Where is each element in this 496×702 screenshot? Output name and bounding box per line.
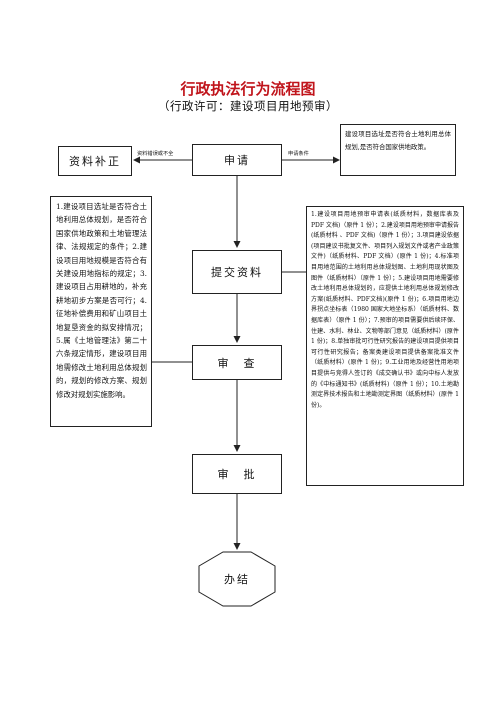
apply-box: 申请: [192, 144, 282, 176]
review-criteria-text: 1.建设项目选址是否符合土地利用总体规划，是否符合国家供地政策和土地管理法律、法…: [56, 202, 147, 399]
supplement-box: 资料补正: [58, 146, 132, 176]
done-node: 办结: [199, 552, 275, 606]
edge-label-conditions: 申请条件: [288, 151, 309, 157]
submit-label: 提交资料: [211, 266, 263, 279]
apply-label: 申请: [224, 154, 250, 167]
submit-box: 提交资料: [192, 250, 282, 294]
materials-note: 1.建设项目用地预审申请表(纸质材料，数据库表及 PDF 文档)（原件 1 份）…: [306, 206, 464, 486]
page-title: 行政执法行为流程图: [180, 80, 316, 98]
approve-label: 审 批: [217, 468, 257, 481]
conditions-note: 建设项目选址是否符合土地利用总体规划,是否符合国家供地政策。: [340, 124, 456, 176]
end-octagon: [198, 551, 276, 607]
review-label: 审 查: [217, 356, 257, 370]
approve-box: 审 批: [192, 454, 282, 494]
conditions-note-text: 建设项目选址是否符合土地利用总体规划,是否符合国家供地政策。: [345, 130, 451, 151]
page-subtitle: （行政许可：建设项目用地预审）: [158, 99, 338, 113]
review-box: 审 查: [192, 345, 282, 380]
materials-text: 1.建设项目用地预审申请表(纸质材料，数据库表及 PDF 文档)（原件 1 份）…: [311, 211, 459, 409]
edge-label-incomplete: 资料错误或不全: [137, 151, 174, 157]
supplement-label: 资料补正: [69, 155, 121, 168]
done-label: 办结: [224, 573, 250, 586]
review-criteria-note: 1.建设项目选址是否符合土地利用总体规划，是否符合国家供地政策和土地管理法律、法…: [50, 196, 152, 427]
